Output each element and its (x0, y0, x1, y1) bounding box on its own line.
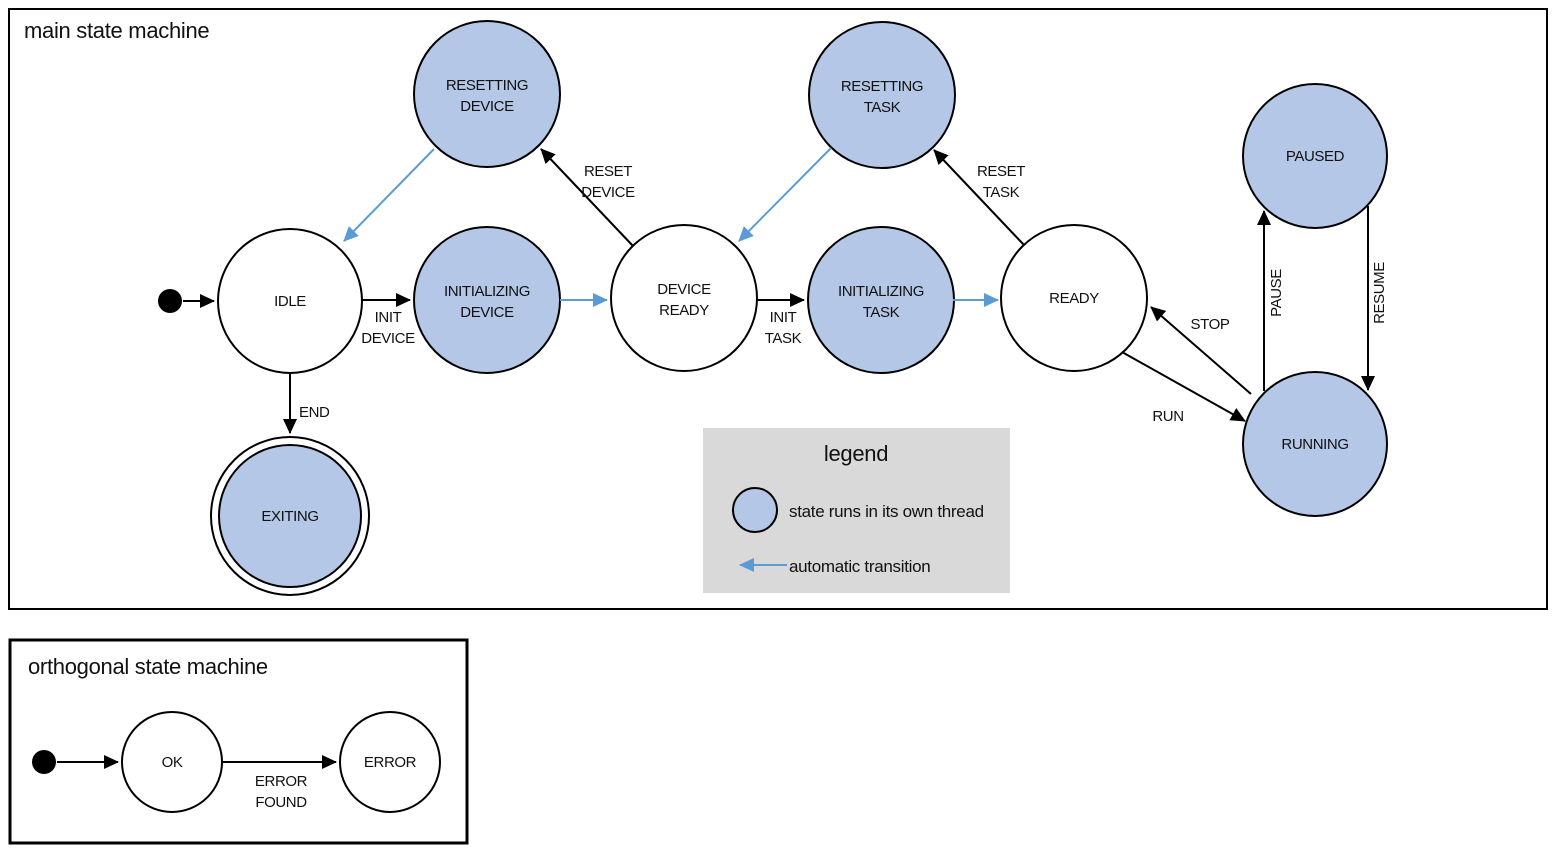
state-error-label: ERROR (364, 754, 417, 771)
transition-reset-device-arrow (540, 148, 634, 247)
state-exiting-label: EXITING (261, 508, 318, 525)
state-device-ready (610, 224, 758, 372)
state-device-ready-label-line2: READY (659, 302, 709, 319)
state-paused (1242, 83, 1388, 229)
legend: legend state runs in its own thread auto… (703, 428, 1010, 593)
state-paused-label: PAUSED (1286, 148, 1345, 165)
orthogonal-title: orthogonal state machine (28, 654, 268, 679)
legend-auto-item-label: automatic transition (789, 557, 930, 576)
legend-title: legend (824, 441, 888, 466)
orthogonal-frame-border (8, 638, 469, 845)
state-ready (1000, 224, 1148, 372)
transition-stop-label: STOP (1191, 316, 1230, 333)
legend-thread-state-icon (732, 487, 778, 533)
transition-reset-task-label-line1: RESET (977, 163, 1025, 180)
transition-resume-label: RESUME (1371, 262, 1388, 324)
state-device-ready-label-line1: DEVICE (657, 281, 711, 298)
orthogonal-initial-state-dot (32, 750, 56, 774)
state-initializing-device-label-line2: DEVICE (460, 304, 514, 321)
state-initializing-device (413, 226, 561, 374)
auto-transition-resetting-device-to-idle (343, 148, 435, 242)
state-resetting-device-label-line2: DEVICE (460, 98, 514, 115)
state-resetting-task (808, 21, 956, 169)
auto-transition-resetting-task-to-device-ready (738, 147, 832, 242)
state-initializing-task (807, 226, 955, 374)
transition-reset-task-arrow (933, 149, 1025, 246)
transition-pause-label: PAUSE (1268, 269, 1285, 317)
transition-init-task-label-line2: TASK (765, 330, 802, 347)
initial-state-dot (158, 289, 182, 313)
transition-run-label: RUN (1152, 408, 1183, 425)
transition-error-found-label-line1: ERROR (255, 773, 308, 790)
main-state-machine-frame: main state machine (8, 8, 1548, 610)
state-ready-label: READY (1049, 290, 1099, 307)
transition-init-device-label-line2: DEVICE (361, 330, 415, 347)
legend-thread-item-label: state runs in its own thread (789, 502, 984, 521)
state-exiting (218, 444, 362, 588)
state-initializing-device-label-line1: INITIALIZING (444, 283, 530, 300)
state-initializing-task-label-line1: INITIALIZING (838, 283, 924, 300)
state-resetting-task-label-line2: TASK (864, 99, 901, 116)
transition-error-found-label-line2: FOUND (255, 794, 307, 811)
transition-reset-device-label-line1: RESET (584, 163, 632, 180)
transition-run-arrow (1121, 351, 1246, 422)
state-running (1242, 371, 1388, 517)
state-initializing-task-label-line2: TASK (863, 304, 900, 321)
main-title: main state machine (24, 18, 209, 43)
state-ok-label: OK (162, 754, 183, 771)
transition-init-device-label-line1: INIT (375, 309, 402, 326)
transition-reset-device-label-line2: DEVICE (581, 184, 635, 201)
transition-end-label: END (299, 404, 330, 421)
transition-stop-arrow (1150, 306, 1252, 395)
state-resetting-device (413, 20, 561, 168)
state-error (339, 711, 441, 813)
state-idle-label: IDLE (274, 293, 306, 310)
transition-reset-task-label-line2: TASK (983, 184, 1020, 201)
state-resetting-task-label-line1: RESETTING (841, 78, 923, 95)
orthogonal-state-machine-frame: orthogonal state machine (8, 638, 469, 845)
state-resetting-device-label-line1: RESETTING (446, 77, 528, 94)
state-running-label: RUNNING (1281, 436, 1348, 453)
main-frame-border (8, 8, 1548, 610)
transition-init-task-label-line1: INIT (770, 309, 797, 326)
